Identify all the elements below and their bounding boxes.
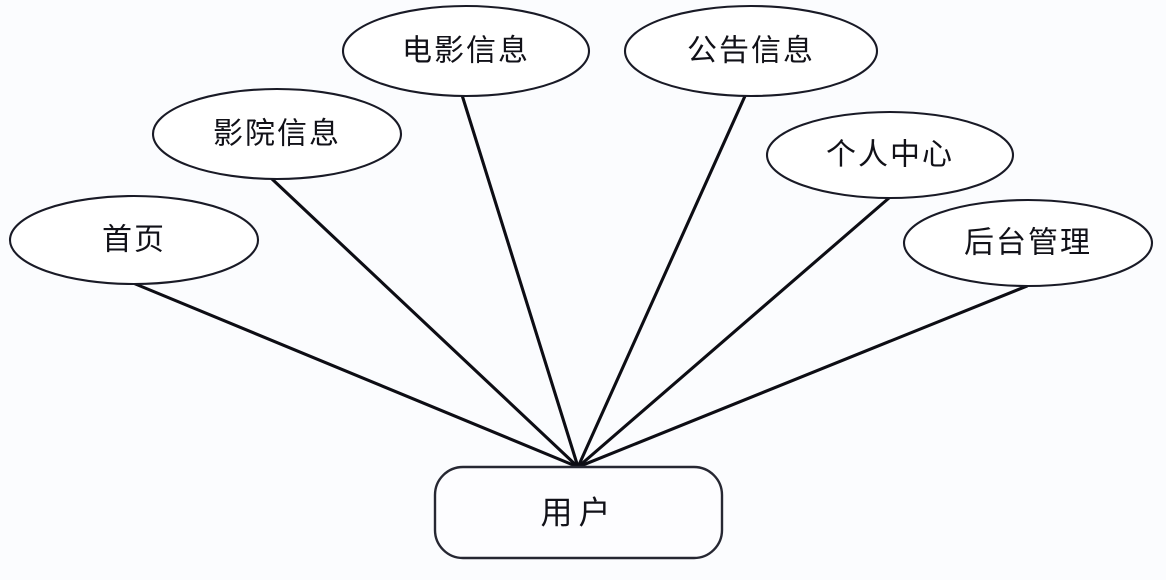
association-line-announcement-info — [576, 94, 747, 469]
use-case-node-personal-center[interactable]: 个人中心 — [765, 110, 1015, 200]
association-line-cinema-info — [270, 177, 580, 469]
use-case-label-movie-info: 电影信息 — [402, 34, 530, 69]
use-case-ellipse-backend-management — [902, 198, 1154, 288]
use-case-node-announcement-info[interactable]: 公告信息 — [623, 4, 879, 98]
use-case-label-personal-center: 个人中心 — [826, 138, 954, 173]
use-case-label-announcement-info: 公告信息 — [687, 34, 815, 69]
actor-label: 用户 — [540, 494, 616, 532]
association-lines-group — [131, 93, 1029, 469]
use-case-node-cinema-info[interactable]: 影院信息 — [151, 87, 403, 181]
use-case-node-home[interactable]: 首页 — [8, 194, 260, 286]
use-case-label-cinema-info: 影院信息 — [213, 117, 341, 152]
use-case-node-backend-management[interactable]: 后台管理 — [902, 198, 1154, 288]
use-case-ellipse-home — [8, 194, 260, 286]
association-line-home — [131, 281, 580, 469]
use-case-ellipse-announcement-info — [623, 4, 879, 98]
use-case-ellipse-movie-info — [341, 4, 591, 98]
use-case-label-backend-management: 后台管理 — [964, 226, 1092, 261]
association-line-movie-info — [460, 93, 580, 469]
use-case-ellipse-cinema-info — [151, 87, 403, 181]
actor-node-user[interactable]: 用户 — [433, 465, 724, 560]
use-case-node-movie-info[interactable]: 电影信息 — [341, 4, 591, 98]
use-case-ellipse-personal-center — [765, 110, 1015, 200]
actor-node-group: 用户 — [433, 465, 724, 560]
use-case-label-home: 首页 — [102, 223, 166, 258]
association-line-backend-management — [576, 284, 1029, 469]
association-line-personal-center — [576, 196, 891, 469]
actor-rect — [433, 465, 724, 560]
